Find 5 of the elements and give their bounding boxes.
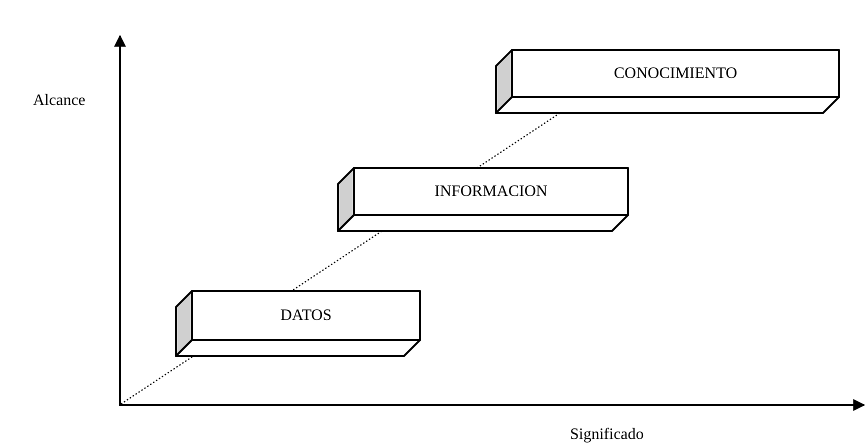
- bar-label: CONOCIMIENTO: [614, 64, 738, 82]
- axis-label: Significado: [570, 426, 644, 444]
- axis-label: Alcance: [33, 92, 86, 110]
- bar-label: DATOS: [280, 306, 332, 324]
- bar-label: INFORMACION: [434, 182, 548, 200]
